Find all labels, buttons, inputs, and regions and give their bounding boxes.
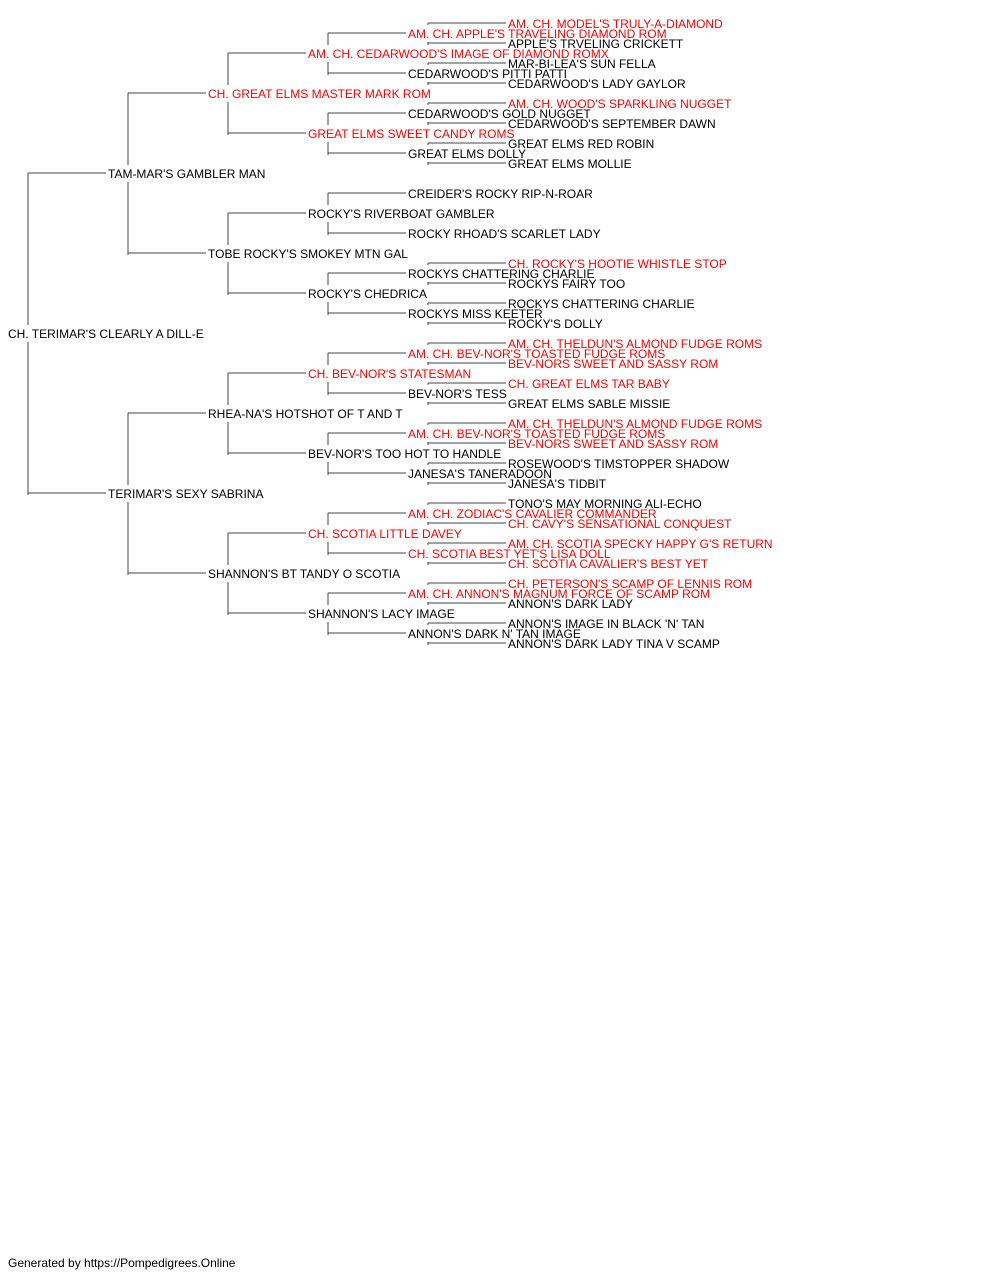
ancestor-name: TERIMAR'S SEXY SABRINA bbox=[108, 487, 263, 501]
ancestor-name: ROCKYS CHATTERING CHARLIE bbox=[508, 297, 694, 311]
ancestor-name: BEV-NORS SWEET AND SASSY ROM bbox=[508, 357, 718, 371]
ancestor-name: CEDARWOOD'S PITTI PATTI bbox=[408, 67, 567, 81]
ancestor-name: JANESA'S TIDBIT bbox=[508, 477, 607, 491]
ancestor-name: ROCKYS MISS KEETER bbox=[408, 307, 543, 321]
ancestor-name: AM. CH. ANNON'S MAGNUM FORCE OF SCAMP RO… bbox=[408, 587, 710, 601]
ancestor-name: CH. GREAT ELMS TAR BABY bbox=[508, 377, 670, 391]
ancestor-name: ROCKY RHOAD'S SCARLET LADY bbox=[408, 227, 601, 241]
ancestor-name: ROSEWOOD'S TIMSTOPPER SHADOW bbox=[508, 457, 730, 471]
ancestor-name: TAM-MAR'S GAMBLER MAN bbox=[108, 167, 265, 181]
ancestor-name: BEV-NORS SWEET AND SASSY ROM bbox=[508, 437, 718, 451]
ancestor-name: ROCKYS FAIRY TOO bbox=[508, 277, 625, 291]
ancestor-name: AM. CH. THELDUN'S ALMOND FUDGE ROMS bbox=[508, 337, 762, 351]
ancestor-name: RHEA-NA'S HOTSHOT OF T AND T bbox=[208, 407, 403, 421]
ancestor-name: AM. CH. BEV-NOR'S TOASTED FUDGE ROMS bbox=[408, 427, 665, 441]
ancestor-name: AM. CH. APPLE'S TRAVELING DIAMOND ROM bbox=[408, 27, 667, 41]
ancestor-name: CREIDER'S ROCKY RIP-N-ROAR bbox=[408, 187, 593, 201]
ancestor-name: CEDARWOOD'S LADY GAYLOR bbox=[508, 77, 686, 91]
ancestor-name: JANESA'S TANERADOON bbox=[408, 467, 552, 481]
ancestor-name: SHANNON'S LACY IMAGE bbox=[308, 607, 455, 621]
ancestor-name: ROCKY'S RIVERBOAT GAMBLER bbox=[308, 207, 495, 221]
ancestor-name: CH. SCOTIA CAVALIER'S BEST YET bbox=[508, 557, 709, 571]
ancestor-name: CH. CAVY'S SENSATIONAL CONQUEST bbox=[508, 517, 732, 531]
ancestor-name: GREAT ELMS DOLLY bbox=[408, 147, 526, 161]
ancestor-name: GREAT ELMS RED ROBIN bbox=[508, 137, 654, 151]
ancestor-name: CEDARWOOD'S SEPTEMBER DAWN bbox=[508, 117, 716, 131]
ancestor-name: BEV-NOR'S TOO HOT TO HANDLE bbox=[308, 447, 501, 461]
ancestor-name: TOBE ROCKY'S SMOKEY MTN GAL bbox=[208, 247, 408, 261]
ancestor-name: CH. PETERSON'S SCAMP OF LENNIS ROM bbox=[508, 577, 752, 591]
ancestor-name: AM. CH. MODEL'S TRULY-A-DIAMOND bbox=[508, 17, 723, 31]
ancestor-name: CH. SCOTIA BEST YET'S LISA DOLL bbox=[408, 547, 611, 561]
ancestor-name: CH. GREAT ELMS MASTER MARK ROM bbox=[208, 87, 431, 101]
ancestor-name: ANNON'S DARK N' TAN IMAGE bbox=[408, 627, 581, 641]
ancestor-name: AM. CH. THELDUN'S ALMOND FUDGE ROMS bbox=[508, 417, 762, 431]
ancestor-name: AM. CH. BEV-NOR'S TOASTED FUDGE ROMS bbox=[408, 347, 665, 361]
ancestor-name: GREAT ELMS SABLE MISSIE bbox=[508, 397, 670, 411]
ancestor-name: AM. CH. SCOTIA SPECKY HAPPY G'S RETURN bbox=[508, 537, 773, 551]
ancestor-name: ROCKYS CHATTERING CHARLIE bbox=[408, 267, 594, 281]
subject-dog-name: CH. TERIMAR'S CLEARLY A DILL-E bbox=[8, 327, 204, 341]
ancestor-name: GREAT ELMS MOLLIE bbox=[508, 157, 632, 171]
ancestor-name: ANNON'S IMAGE IN BLACK 'N' TAN bbox=[508, 617, 704, 631]
ancestor-name: ANNON'S DARK LADY bbox=[508, 597, 633, 611]
ancestor-name: CH. ROCKY'S HOOTIE WHISTLE STOP bbox=[508, 257, 727, 271]
ancestor-name: ANNON'S DARK LADY TINA V SCAMP bbox=[508, 637, 720, 651]
footer-credit: Generated by https://Pompedigrees.Online bbox=[8, 1256, 236, 1270]
ancestor-name: CH. SCOTIA LITTLE DAVEY bbox=[308, 527, 462, 541]
ancestor-name: AM. CH. WOOD'S SPARKLING NUGGET bbox=[508, 97, 732, 111]
ancestor-name: CEDARWOOD'S GOLD NUGGET bbox=[408, 107, 591, 121]
ancestor-name: MAR-BI-LEA'S SUN FELLA bbox=[508, 57, 656, 71]
ancestor-name: ROCKY'S CHEDRICA bbox=[308, 287, 427, 301]
ancestor-name: TONO'S MAY MORNING ALI-ECHO bbox=[508, 497, 702, 511]
ancestor-name: ROCKY'S DOLLY bbox=[508, 317, 603, 331]
ancestor-name: AM. CH. CEDARWOOD'S IMAGE OF DIAMOND ROM… bbox=[308, 47, 609, 61]
ancestor-name: APPLE'S TRVELING CRICKETT bbox=[508, 37, 684, 51]
ancestor-name: AM. CH. ZODIAC'S CAVALIER COMMANDER bbox=[408, 507, 657, 521]
ancestor-name: BEV-NOR'S TESS bbox=[408, 387, 507, 401]
ancestor-name: CH. BEV-NOR'S STATESMAN bbox=[308, 367, 471, 381]
ancestor-name: SHANNON'S BT TANDY O SCOTIA bbox=[208, 567, 400, 581]
ancestor-name: GREAT ELMS SWEET CANDY ROMS bbox=[308, 127, 514, 141]
